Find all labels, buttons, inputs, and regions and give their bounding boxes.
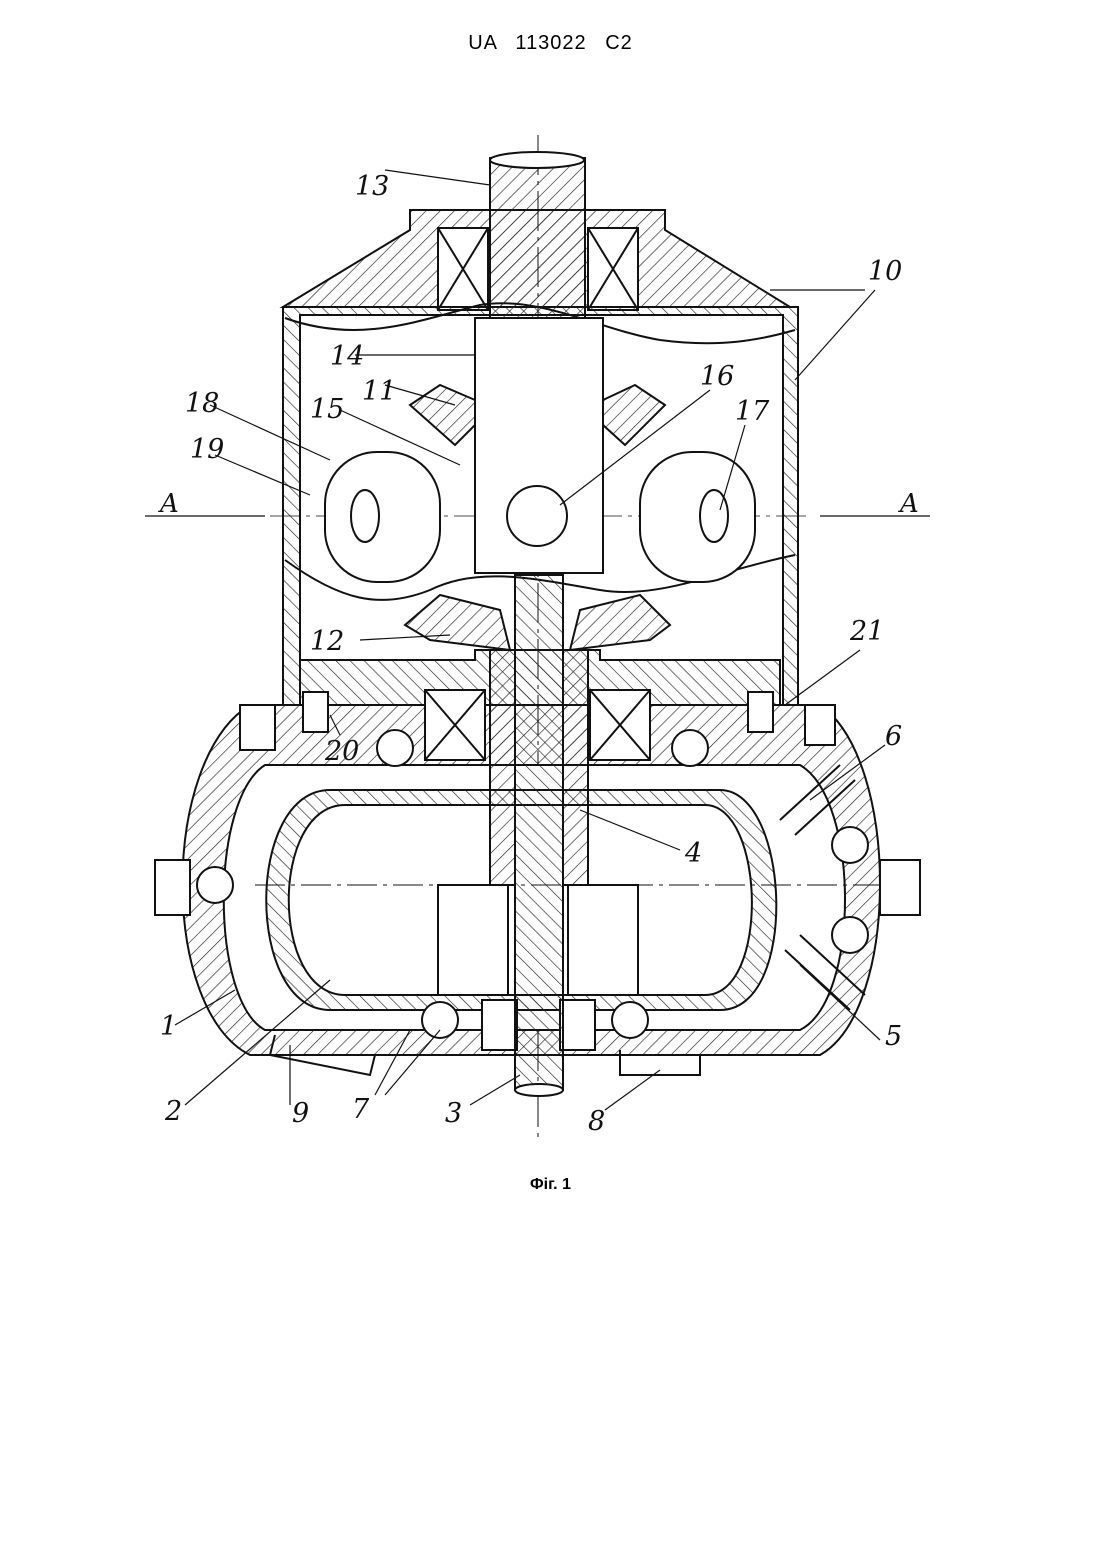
label-20: 20 <box>324 736 359 767</box>
label-2: 2 <box>164 1096 182 1127</box>
output-shaft-3 <box>515 575 563 1090</box>
bevel-gear-11-right <box>603 385 665 445</box>
label-11: 11 <box>362 376 396 407</box>
pin-21 <box>748 692 773 732</box>
label-19: 19 <box>190 434 224 465</box>
label-12: 12 <box>310 626 344 657</box>
label-10: 10 <box>868 256 902 287</box>
label-14: 14 <box>330 341 364 372</box>
label-21: 21 <box>849 616 884 647</box>
label-4: 4 <box>684 838 702 869</box>
roller-17 <box>640 452 755 582</box>
bevel-gear-11-left <box>410 385 475 445</box>
hollow-shaft-4-left <box>490 650 515 885</box>
label-7: 7 <box>352 1094 370 1125</box>
section-mark-right: A <box>898 489 919 519</box>
label-1: 1 <box>160 1011 177 1042</box>
label-17: 17 <box>735 396 770 427</box>
bearing-bottom-right <box>560 1000 595 1050</box>
label-18: 18 <box>185 388 219 419</box>
roller-18 <box>325 452 440 582</box>
bolt-top-left <box>240 705 275 750</box>
input-shaft-13 <box>490 158 585 318</box>
label-15: 15 <box>310 394 344 425</box>
label-8: 8 <box>588 1106 605 1137</box>
bevel-gear-12-left <box>405 595 510 650</box>
axle-16 <box>507 486 567 546</box>
label-6: 6 <box>885 721 902 752</box>
section-mark-left: A <box>158 489 179 519</box>
flange-bolt-left <box>155 860 190 915</box>
label-5: 5 <box>885 1021 902 1052</box>
label-13: 13 <box>355 171 389 202</box>
label-16: 16 <box>700 361 734 392</box>
flange-bolt-right <box>880 860 920 915</box>
hollow-shaft-4-right <box>563 650 588 885</box>
bearing-bottom-left <box>482 1000 517 1050</box>
bevel-gear-12-right <box>570 595 670 650</box>
label-9: 9 <box>292 1098 309 1129</box>
pin-20 <box>303 692 328 732</box>
bolt-top-right <box>805 705 835 745</box>
label-3: 3 <box>445 1098 462 1129</box>
figure-caption: Фіг. 1 <box>0 1176 1101 1194</box>
